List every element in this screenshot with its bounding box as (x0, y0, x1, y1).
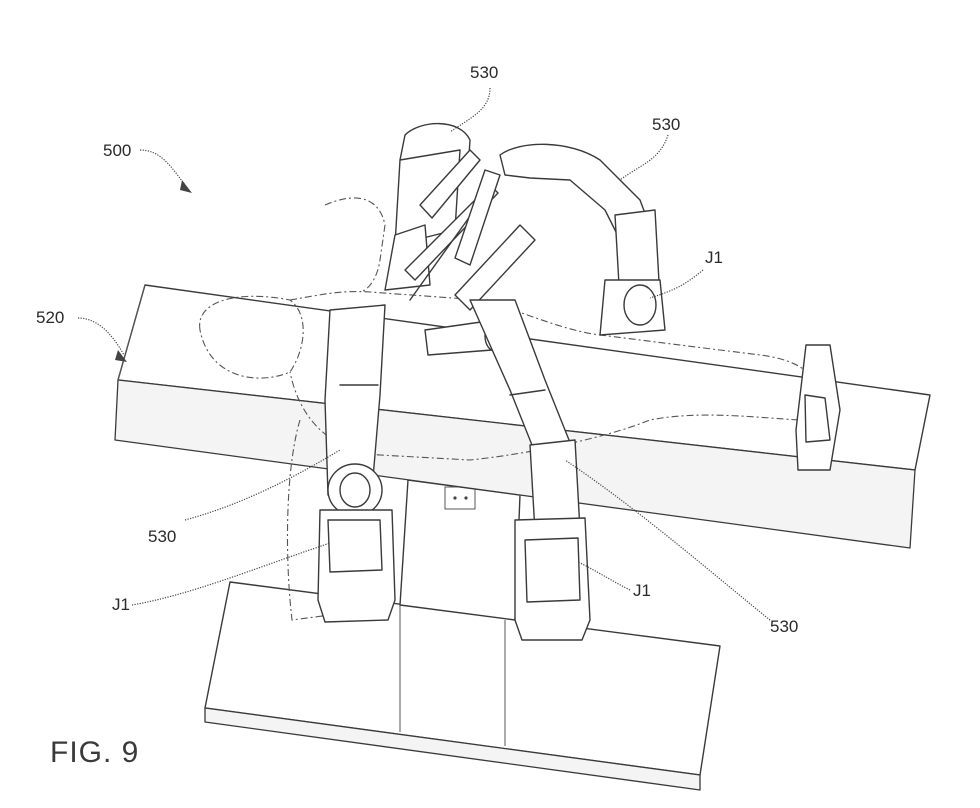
figure-caption: FIG. 9 (50, 736, 139, 769)
arrowhead-520 (115, 350, 127, 362)
label-j1-front-right: J1 (633, 581, 651, 600)
robot-arm-back-left (384, 122, 499, 301)
label-j1-right-back: J1 (705, 248, 723, 267)
label-520: 520 (36, 308, 64, 327)
leader-lines (77, 87, 771, 621)
label-500: 500 (103, 141, 131, 160)
label-530-front-right: 530 (770, 617, 798, 636)
robot-arm-front-right (469, 299, 591, 641)
floor-base (204, 581, 721, 791)
label-530-top-left: 530 (470, 63, 498, 82)
table-pedestal (399, 479, 521, 621)
robot-arm-front-left (317, 304, 396, 623)
arrowhead-500 (180, 180, 192, 193)
label-j1-front-left: J1 (112, 595, 130, 614)
label-530-top-right: 530 (652, 115, 680, 134)
label-530-front-left: 530 (148, 527, 176, 546)
